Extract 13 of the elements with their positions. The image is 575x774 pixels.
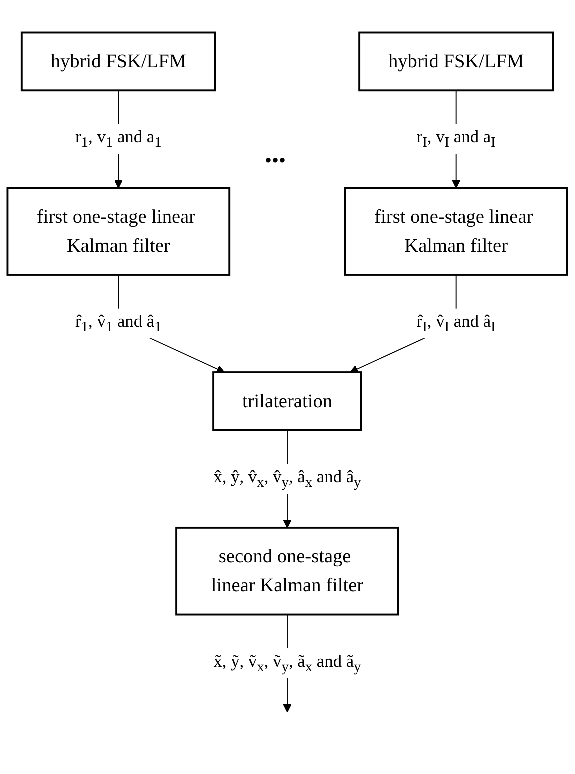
node-box: hybrid FSK/LFM <box>358 32 554 92</box>
node-box: trilateration <box>212 372 362 432</box>
node-box: second one-stage linear Kalman filter <box>176 526 400 616</box>
edge-label: x̂, ŷ, v̂$_{x}$, v̂$_{y}$, â$_{x}$ and â$_{y}$ <box>214 467 362 491</box>
edge-label: r̂$_{1}$, v̂$_{1}$ and â$_{1}$ <box>76 312 162 336</box>
edge-label: r$_{I}$, v$_{I}$ and a$_{I}$ <box>416 127 496 152</box>
ellipsis-text: ••• <box>265 150 286 173</box>
edge-label: x̃, ỹ, ṽ$_{x}$, ṽ$_{y}$, ã$_{x}$ and ã$_{y}$ <box>214 651 362 676</box>
edge-label: r̂$_{I}$, v̂$_{I}$ and â$_{I}$ <box>416 312 496 336</box>
edge-label: r$_{1}$, v$_{1}$ and a$_{1}$ <box>76 127 162 152</box>
node-box: first one-stage linear Kalman filter <box>344 187 568 276</box>
node-box: first one-stage linear Kalman filter <box>6 187 231 276</box>
node-box: hybrid FSK/LFM <box>20 32 216 92</box>
